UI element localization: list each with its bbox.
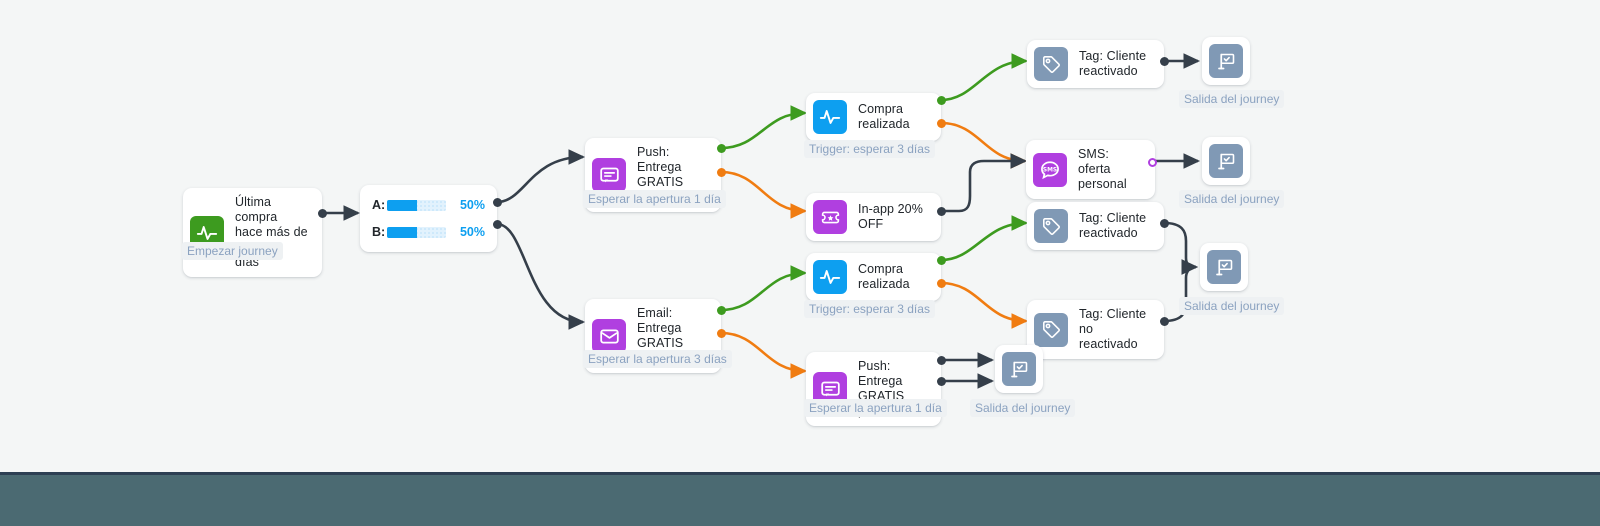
- port-ab-out-b[interactable]: [493, 220, 502, 229]
- node-inapp-offer[interactable]: In-app 20% OFF: [806, 193, 941, 241]
- port-trigger-top-out-fallback[interactable]: [937, 119, 946, 128]
- port-email-out-success[interactable]: [717, 306, 726, 315]
- sublabel-push-bottom: Esperar la apertura 1 día: [804, 399, 947, 417]
- port-push-bottom-out-fallback[interactable]: [937, 377, 946, 386]
- node-title: Tag: Cliente reactivado: [1079, 211, 1147, 240]
- sublabel-trigger-top: Trigger: esperar 3 días: [804, 140, 935, 158]
- node-sms-offer[interactable]: SMS SMS: oferta personal: [1026, 140, 1155, 199]
- sublabel-start: Empezar journey: [182, 242, 283, 260]
- flag-check-icon: [1209, 44, 1243, 78]
- port-tag-bottom-out[interactable]: [1160, 317, 1169, 326]
- port-trigger-bottom-out-success[interactable]: [937, 256, 946, 265]
- node-start-last-purchase[interactable]: Última compra hace más de 30 días: [183, 188, 322, 277]
- ab-row-a: A: 50%: [372, 195, 485, 215]
- port-ab-out-a[interactable]: [493, 198, 502, 207]
- sms-bubble-icon: SMS: [1033, 152, 1067, 187]
- svg-text:SMS: SMS: [1043, 167, 1057, 173]
- port-push-bottom-out-success[interactable]: [937, 356, 946, 365]
- port-push-top-out-fallback[interactable]: [717, 168, 726, 177]
- flag-check-icon: [1207, 250, 1241, 284]
- footer-bar: [0, 472, 1600, 526]
- flag-check-icon: [1002, 352, 1036, 386]
- node-exit-2[interactable]: [1202, 137, 1250, 185]
- port-start-out[interactable]: [318, 209, 327, 218]
- node-tag-not-reactivated[interactable]: Tag: Cliente no reactivado: [1027, 300, 1164, 359]
- node-title: SMS: oferta personal: [1078, 147, 1127, 191]
- sublabel-exit-3: Salida del journey: [1179, 297, 1285, 315]
- port-email-out-fallback[interactable]: [717, 329, 726, 338]
- ab-progress-fill-b: [387, 226, 417, 238]
- sublabel-trigger-bottom: Trigger: esperar 3 días: [804, 300, 935, 318]
- sublabel-exit-2: Salida del journey: [1179, 190, 1285, 208]
- flag-check-icon: [1209, 144, 1243, 178]
- ab-key-b: B:: [372, 225, 386, 239]
- journey-canvas[interactable]: Última compra hace más de 30 días Empeza…: [0, 0, 1600, 472]
- sublabel-push-top: Esperar la apertura 1 día: [583, 190, 726, 208]
- node-tag-reactivated-mid[interactable]: Tag: Cliente reactivado: [1027, 202, 1164, 250]
- port-sms-out[interactable]: [1148, 158, 1157, 167]
- tag-icon: [1034, 209, 1068, 243]
- ab-row-b: B: 50%: [372, 222, 485, 242]
- sublabel-exit-1: Salida del journey: [1179, 90, 1285, 108]
- ab-percent-b: 50%: [459, 225, 485, 239]
- port-trigger-bottom-out-fallback[interactable]: [937, 279, 946, 288]
- node-title: Tag: Cliente no reactivado: [1079, 307, 1147, 351]
- node-trigger-top[interactable]: Compra realizada: [806, 93, 941, 141]
- port-trigger-top-out-success[interactable]: [937, 96, 946, 105]
- ticket-star-icon: [813, 200, 847, 234]
- port-tag-mid-out[interactable]: [1160, 219, 1169, 228]
- ab-progress-track-b: [387, 226, 446, 238]
- port-tag-top-out[interactable]: [1160, 57, 1169, 66]
- ab-percent-a: 50%: [459, 198, 485, 212]
- node-title: Compra realizada: [858, 262, 910, 291]
- activity-pulse-icon: [813, 260, 847, 294]
- node-title: Tag: Cliente reactivado: [1079, 49, 1147, 78]
- activity-pulse-icon: [813, 100, 847, 134]
- ab-key-a: A:: [372, 198, 386, 212]
- node-title: Compra realizada: [858, 102, 910, 131]
- port-push-top-out-success[interactable]: [717, 144, 726, 153]
- node-ab-split[interactable]: A: 50% B: 50%: [360, 185, 497, 252]
- push-message-icon: [592, 158, 626, 192]
- node-title: In-app 20% OFF: [858, 202, 923, 231]
- port-inapp-out[interactable]: [937, 207, 946, 216]
- node-trigger-bottom[interactable]: Compra realizada: [806, 253, 941, 301]
- tag-icon: [1034, 47, 1068, 81]
- ab-progress-fill-a: [387, 199, 417, 211]
- tag-icon: [1034, 312, 1068, 347]
- sublabel-email: Esperar la apertura 3 días: [583, 350, 732, 368]
- sublabel-exit-4: Salida del journey: [970, 399, 1076, 417]
- node-exit-3[interactable]: [1200, 243, 1248, 291]
- node-exit-1[interactable]: [1202, 37, 1250, 85]
- node-exit-4[interactable]: [995, 345, 1043, 393]
- ab-progress-track-a: [387, 199, 446, 211]
- envelope-icon: [592, 319, 626, 353]
- node-tag-reactivated-top[interactable]: Tag: Cliente reactivado: [1027, 40, 1164, 88]
